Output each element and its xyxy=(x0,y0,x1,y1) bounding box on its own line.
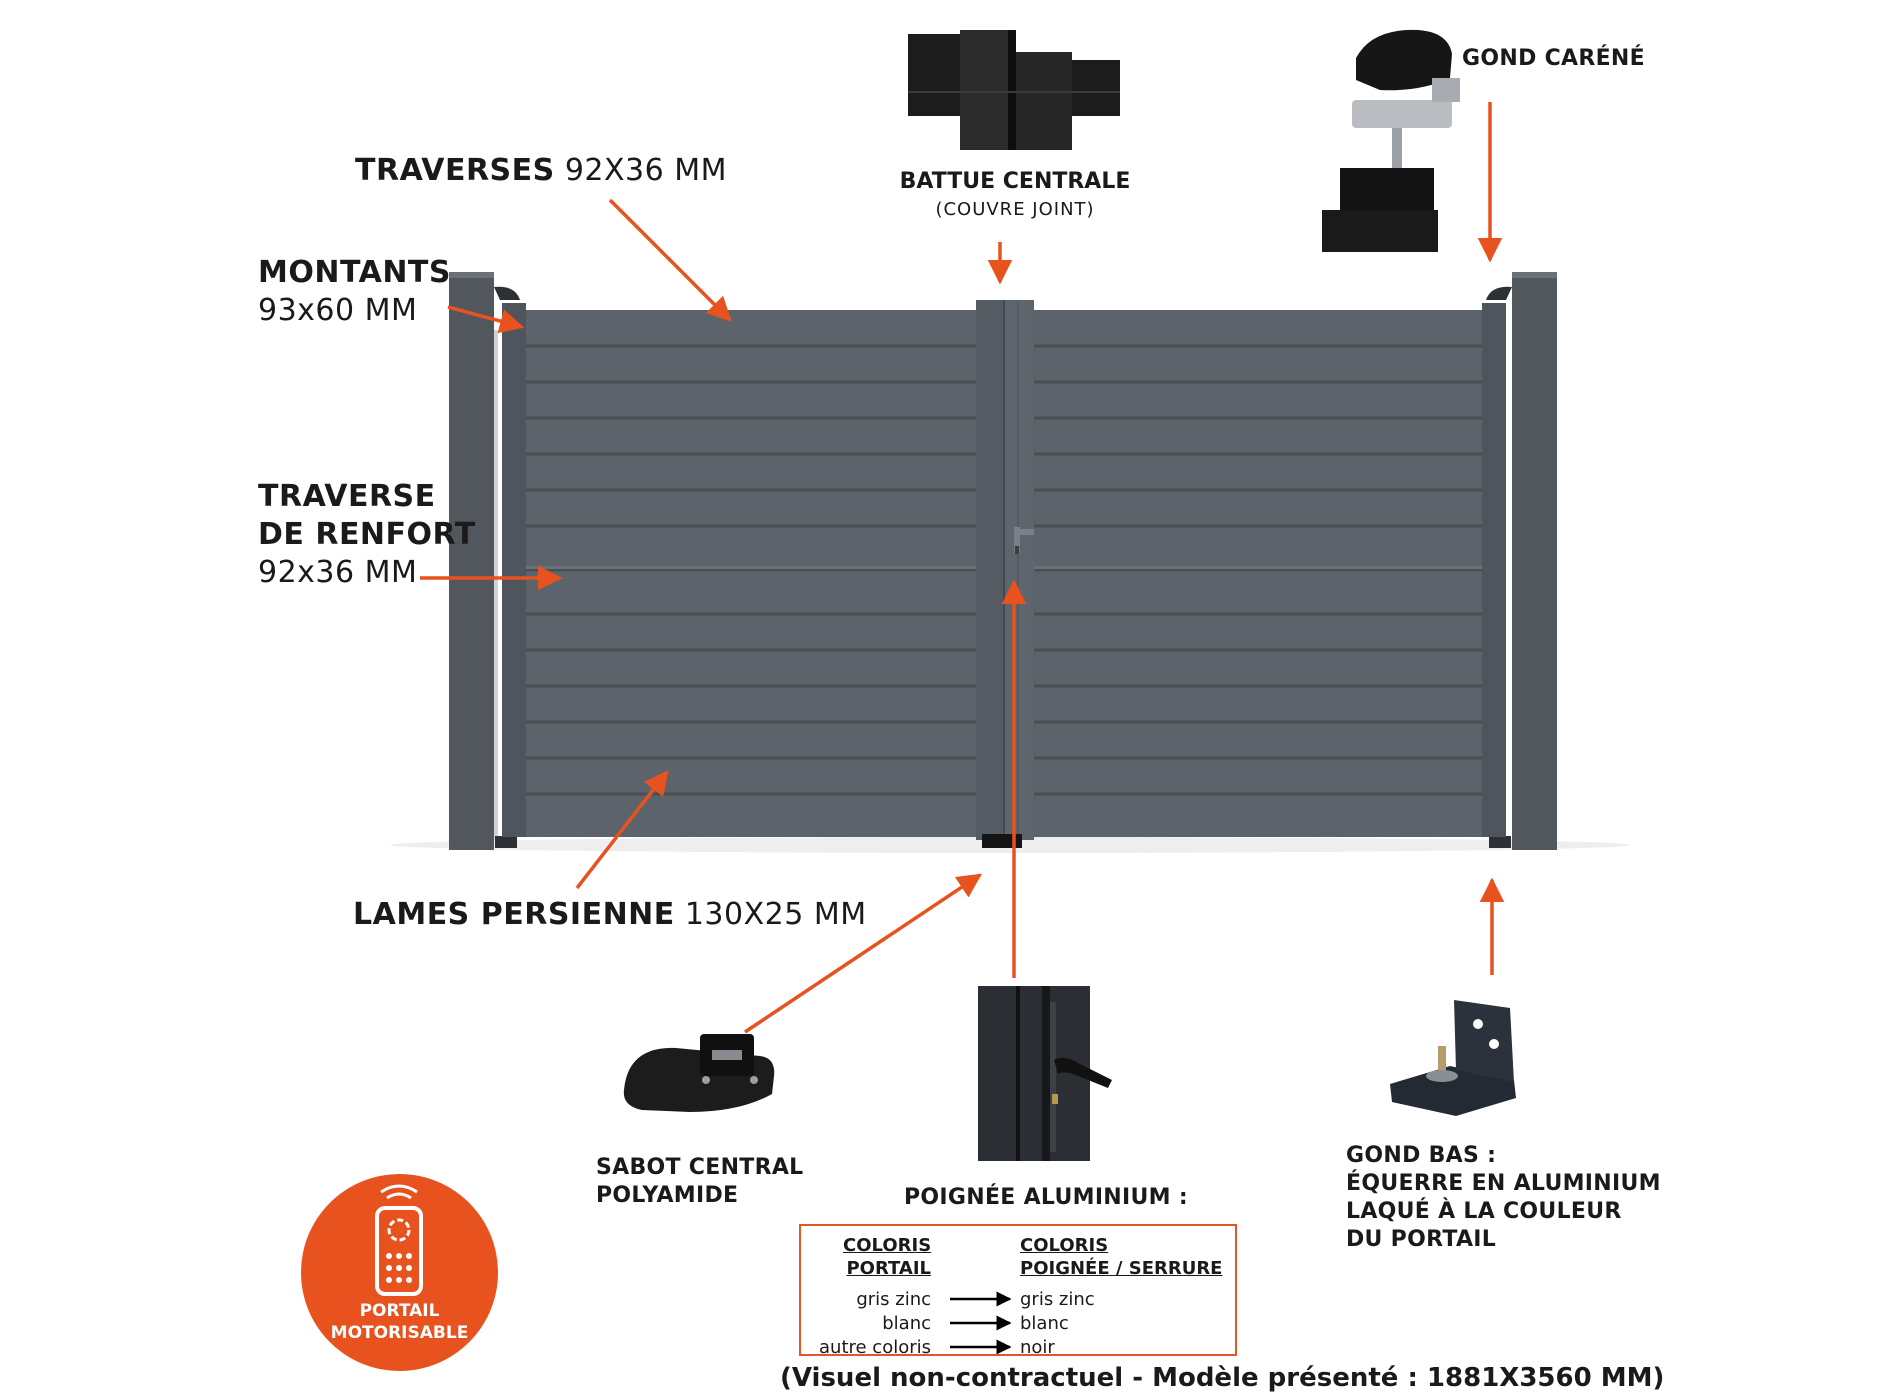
left-slats xyxy=(526,344,976,796)
footer-note: (Visuel non-contractuel - Modèle présent… xyxy=(780,1363,1665,1393)
badge-line1: PORTAIL xyxy=(359,1301,440,1321)
label-battue-sub: (COUVRE JOINT) xyxy=(935,199,1095,220)
gond-bas-photo xyxy=(1390,1000,1516,1116)
central-stile xyxy=(976,300,1034,848)
label-gond-bas: GOND BAS : ÉQUERRE EN ALUMINIUM LAQUÉ À … xyxy=(1346,1142,1661,1254)
label-sabot: SABOT CENTRAL POLYAMIDE xyxy=(596,1154,804,1210)
right-slats xyxy=(1034,344,1482,796)
table-portail-cell: gris zinc xyxy=(856,1289,931,1310)
label-montants-dim: 93x60 MM xyxy=(258,293,418,328)
label-poignee: POIGNÉE ALUMINIUM : xyxy=(904,1185,1188,1210)
left-leaf xyxy=(502,303,976,837)
table-header-poignee-line1: COLORIS xyxy=(1020,1235,1109,1256)
label-montants-title: MONTANTS xyxy=(258,255,451,290)
left-post xyxy=(449,272,498,850)
label-traverses-title: TRAVERSES xyxy=(355,153,555,188)
arrow-traverses xyxy=(608,198,732,322)
color-table: COLORIS PORTAIL COLORIS POIGNÉE / SERRUR… xyxy=(799,1224,1237,1358)
hinge-top-right xyxy=(1486,286,1512,300)
right-post xyxy=(1512,272,1557,850)
left-reinforcement-rail xyxy=(526,566,976,569)
battue-centrale-photo xyxy=(906,30,1120,150)
right-leaf xyxy=(1034,303,1506,837)
label-sabot-line2: POLYAMIDE xyxy=(596,1183,739,1208)
label-renfort-dim: 92x36 MM xyxy=(258,555,418,590)
hinge-top-left xyxy=(494,286,520,300)
remote-control-icon xyxy=(375,1184,423,1296)
label-renfort-line2: DE RENFORT xyxy=(258,517,476,552)
hinge-bottom-left xyxy=(495,836,517,848)
sabot-central-photo xyxy=(623,1034,775,1112)
table-poignee-cell: blanc xyxy=(1020,1313,1069,1334)
right-reinforcement-rail xyxy=(1034,566,1482,569)
label-traverse-renfort: TRAVERSE DE RENFORT 92x36 MM xyxy=(258,478,476,592)
table-header-poignee-line2: POIGNÉE / SERRURE xyxy=(1020,1258,1223,1279)
hinge-bottom-right xyxy=(1489,836,1511,848)
table-header-portail-line1: COLORIS xyxy=(843,1235,932,1256)
table-header-poignee: COLORIS POIGNÉE / SERRURE xyxy=(1020,1234,1222,1280)
gond-carene-photo xyxy=(1322,29,1460,252)
label-lames-title: LAMES PERSIENNE xyxy=(353,897,675,932)
label-battue: BATTUE CENTRALE (COUVRE JOINT) xyxy=(890,168,1140,224)
label-traverses-dim: 92X36 MM xyxy=(564,153,728,188)
label-traverses: TRAVERSES 92X36 MM xyxy=(355,152,727,190)
table-portail-cell: blanc xyxy=(882,1313,931,1334)
label-gond-bas-line2: ÉQUERRE EN ALUMINIUM xyxy=(1346,1171,1661,1196)
table-header-portail: COLORIS PORTAIL xyxy=(843,1234,931,1280)
motorisable-badge: PORTAIL MOTORISABLE xyxy=(301,1174,498,1371)
label-gond-bas-line3: LAQUÉ À LA COULEUR xyxy=(1346,1199,1622,1224)
label-lames: LAMES PERSIENNE 130X25 MM xyxy=(353,896,867,934)
label-gond-bas-line4: DU PORTAIL xyxy=(1346,1227,1497,1252)
poignee-photo xyxy=(978,986,1112,1161)
label-montants: MONTANTS 93x60 MM xyxy=(258,254,451,330)
label-lames-dim: 130X25 MM xyxy=(684,897,867,932)
badge-text: PORTAIL MOTORISABLE xyxy=(301,1300,498,1344)
table-header-portail-line2: PORTAIL xyxy=(846,1258,931,1279)
label-renfort-line1: TRAVERSE xyxy=(258,479,436,514)
label-gond-bas-line1: GOND BAS : xyxy=(1346,1143,1497,1168)
arrow-sabot xyxy=(744,873,983,1034)
arrow-lames xyxy=(575,770,669,890)
label-gond-carene: GOND CARÉNÉ xyxy=(1462,46,1645,71)
badge-line2: MOTORISABLE xyxy=(330,1323,469,1343)
table-portail-cell: autre coloris xyxy=(819,1337,931,1358)
label-sabot-line1: SABOT CENTRAL xyxy=(596,1155,804,1180)
table-poignee-cell: gris zinc xyxy=(1020,1289,1095,1310)
table-poignee-cell: noir xyxy=(1020,1337,1055,1358)
label-battue-title: BATTUE CENTRALE xyxy=(899,169,1131,194)
arrow-montants xyxy=(447,305,525,334)
